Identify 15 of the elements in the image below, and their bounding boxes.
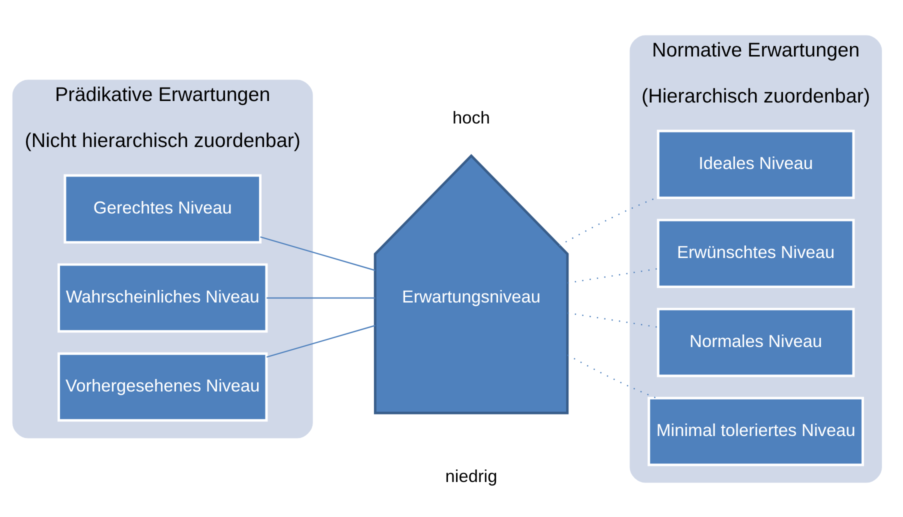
- connector: [266, 296, 376, 298]
- node-box: Gerechtes Niveau: [64, 174, 262, 244]
- node-box: Ideales Niveau: [656, 129, 855, 199]
- node-box: Normales Niveau: [656, 307, 855, 377]
- connector: [260, 236, 376, 270]
- node-label: niedrig: [445, 465, 498, 486]
- connector: [266, 324, 376, 358]
- node-box: Vorhergesehenes Niveau: [58, 352, 268, 422]
- connector: [568, 312, 658, 328]
- node-label: hoch: [452, 106, 490, 127]
- node-box: Erwünschtes Niveau: [656, 218, 855, 288]
- connector: [567, 354, 657, 398]
- node-box: Minimal toleriertes Niveau: [648, 396, 864, 466]
- connector: [568, 268, 658, 284]
- node-box: Wahrscheinliches Niveau: [58, 262, 268, 332]
